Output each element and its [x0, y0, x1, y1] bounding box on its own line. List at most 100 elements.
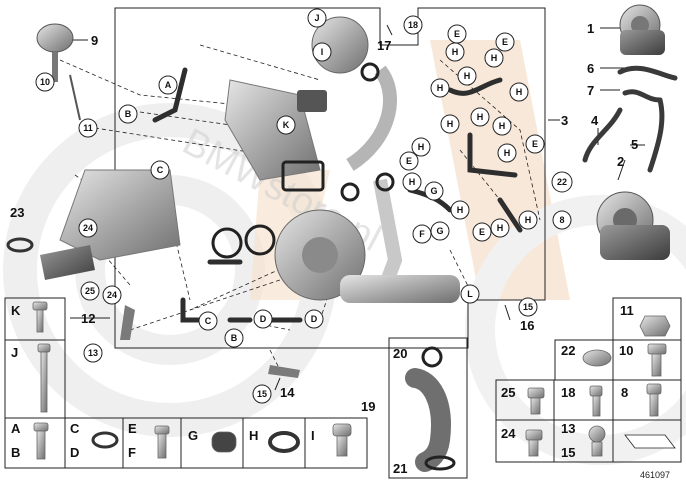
circled-J: J [307, 8, 327, 28]
legend-labels: K J A B C D E F G H I 11 22 10 25 18 8 2… [11, 303, 634, 460]
circled-H10: H [497, 143, 517, 163]
main-frame [114, 7, 546, 479]
label-1: 1 [587, 21, 594, 36]
part-6-7-4-5-pipes [582, 65, 678, 173]
svg-text:H: H [499, 121, 506, 131]
circled-G1: G [424, 181, 444, 201]
svg-text:22: 22 [557, 177, 567, 187]
circled-E5: E [472, 222, 492, 242]
label-7: 7 [587, 83, 594, 98]
svg-text:E: E [454, 29, 460, 39]
label-16: 16 [520, 318, 534, 333]
svg-text:K: K [283, 120, 290, 130]
legend-15: 15 [561, 445, 575, 460]
legend-C: C [70, 421, 80, 436]
svg-text:A: A [165, 80, 172, 90]
circled-E1: E [447, 24, 467, 44]
circled-D2: D [304, 309, 324, 329]
label-12: 12 [81, 311, 95, 326]
svg-text:H: H [418, 142, 425, 152]
circled-H2: H [484, 48, 504, 68]
legend-H: H [249, 428, 258, 443]
svg-text:E: E [502, 37, 508, 47]
svg-text:H: H [491, 53, 498, 63]
circled-H14: H [518, 210, 538, 230]
legend-24: 24 [501, 426, 516, 441]
svg-text:H: H [452, 47, 459, 57]
circled-E3: E [525, 134, 545, 154]
svg-text:E: E [532, 139, 538, 149]
label-21: 21 [393, 461, 407, 476]
label-4: 4 [591, 113, 599, 128]
svg-text:E: E [406, 156, 412, 166]
svg-text:18: 18 [408, 20, 418, 30]
circled-8: 8 [552, 210, 572, 230]
circled-10: 10 [35, 72, 55, 92]
gaskets [211, 62, 395, 259]
label-19: 19 [361, 399, 375, 414]
circled-K: K [276, 115, 296, 135]
legend-I: I [311, 428, 315, 443]
circled-24b: 24 [102, 285, 122, 305]
legend-F: F [128, 445, 136, 460]
svg-text:C: C [205, 316, 212, 326]
circled-H5: H [509, 82, 529, 102]
legend-B: B [11, 445, 20, 460]
legend-A: A [11, 421, 21, 436]
label-2: 2 [617, 154, 624, 169]
svg-text:13: 13 [88, 348, 98, 358]
circled-18: 18 [403, 15, 423, 35]
legend-25: 25 [501, 385, 515, 400]
circled-C2: C [198, 311, 218, 331]
svg-text:J: J [314, 13, 319, 23]
legend-13: 13 [561, 421, 575, 436]
svg-text:B: B [125, 109, 132, 119]
legend-D: D [70, 445, 79, 460]
circled-H6: H [440, 114, 460, 134]
part-2-turbocharger [596, 191, 670, 260]
catalog-number: 461097 [640, 470, 670, 480]
svg-text:11: 11 [83, 123, 93, 133]
circled-H7: H [470, 107, 490, 127]
label-6: 6 [587, 61, 594, 76]
part-number-labels: 9 1 6 7 3 4 5 2 17 23 12 16 14 19 [10, 21, 638, 414]
circled-B: B [118, 104, 138, 124]
circled-G2: G [430, 221, 450, 241]
part-1-turbocharger [619, 4, 665, 55]
legend-10: 10 [619, 343, 633, 358]
catalyst-part [40, 169, 181, 280]
circled-22: 22 [551, 171, 573, 193]
svg-text:24: 24 [83, 223, 93, 233]
clamp-23 [6, 237, 34, 253]
svg-text:B: B [231, 333, 238, 343]
label-20: 20 [393, 346, 407, 361]
circled-H11: H [402, 172, 422, 192]
label-23: 23 [10, 205, 24, 220]
svg-text:G: G [436, 226, 443, 236]
circled-15b: 15 [518, 297, 538, 317]
svg-text:10: 10 [40, 77, 50, 87]
legend-J: J [11, 345, 18, 360]
legend-grid [4, 297, 682, 469]
part-19-pipe [405, 346, 456, 472]
circled-D1: D [253, 309, 273, 329]
svg-text:H: H [437, 83, 444, 93]
svg-text:H: H [497, 223, 504, 233]
label-5: 5 [631, 137, 638, 152]
circled-15a: 15 [252, 384, 272, 404]
circled-H13: H [490, 218, 510, 238]
label-9: 9 [91, 33, 98, 48]
part-9-actuator [36, 23, 81, 121]
legend-K: K [11, 303, 21, 318]
svg-text:H: H [409, 177, 416, 187]
circled-C: C [150, 160, 170, 180]
pipe-labels: 20 21 [393, 346, 407, 476]
small-hoses [152, 67, 523, 323]
svg-text:8: 8 [559, 215, 564, 225]
svg-text:H: H [525, 215, 532, 225]
svg-text:H: H [477, 112, 484, 122]
legend-parts [32, 301, 676, 460]
svg-text:I: I [321, 47, 324, 57]
svg-text:D: D [311, 314, 318, 324]
